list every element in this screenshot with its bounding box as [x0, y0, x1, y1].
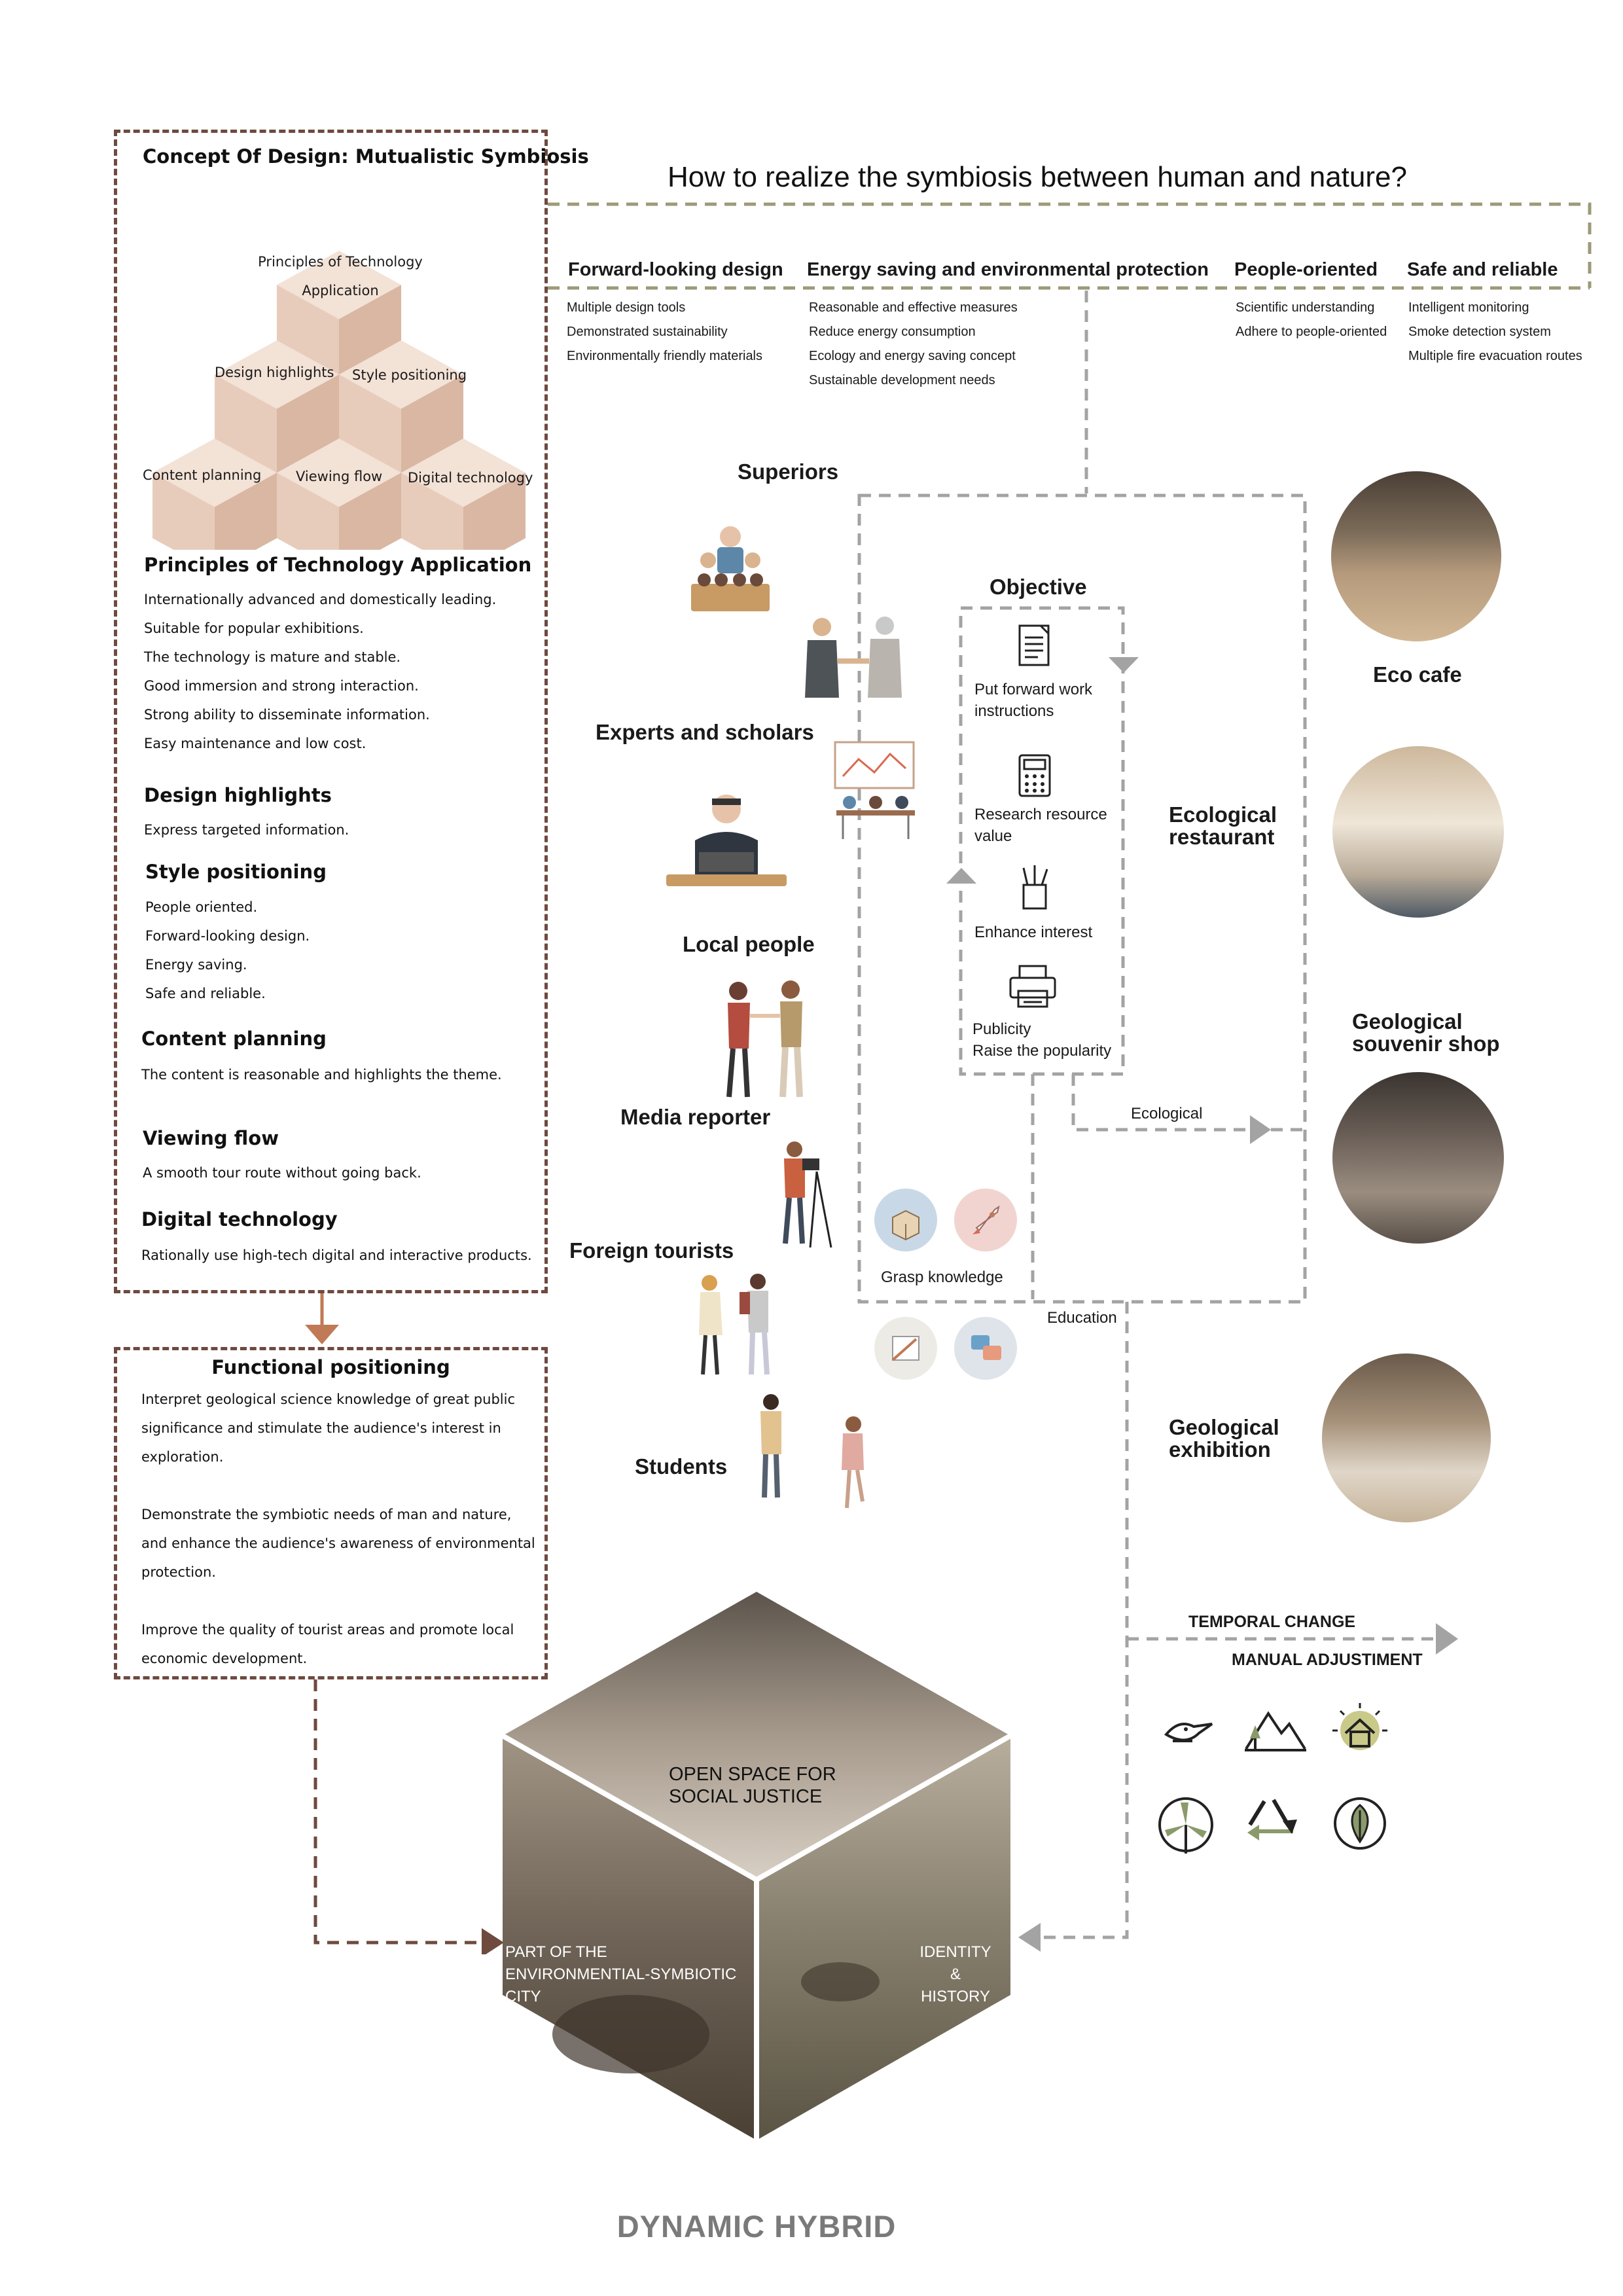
- functional-box: [114, 1347, 548, 1679]
- section-list-digital: Rationally use high-tech digital and int…: [141, 1247, 532, 1263]
- concept-to-functional-arrow: [305, 1293, 339, 1344]
- cube-pyramid: [152, 251, 526, 550]
- souvenir-shop-photo: [1332, 1072, 1504, 1244]
- role-media-reporter: Media reporter: [620, 1105, 771, 1129]
- cube-label-mid-left: Design highlights: [215, 365, 334, 380]
- category-list-people: Scientific understanding Adhere to peopl…: [1236, 300, 1387, 339]
- temporal-change-label: TEMPORAL CHANGE: [1188, 1613, 1356, 1631]
- dynamic-hybrid-hexagon: [501, 1592, 1012, 2140]
- cube-bot-mid: [277, 439, 401, 550]
- role-students: Students: [635, 1454, 728, 1479]
- geological-exhibition-photo: [1322, 1354, 1491, 1522]
- cube-label-top: Principles of Technology Application: [258, 254, 423, 298]
- drawing-tools-icon: [874, 1317, 937, 1380]
- superiors-meeting-illustration: [691, 526, 770, 611]
- puzzle-chat-icon: [954, 1317, 1017, 1380]
- role-local-people: Local people: [683, 932, 815, 956]
- dynamic-hybrid-title: DYNAMIC HYBRID: [616, 2209, 897, 2244]
- eco-house-icon: [1332, 1703, 1387, 1750]
- pencil-cup-icon: [1022, 865, 1048, 910]
- bird-icon: [1164, 1723, 1213, 1742]
- role-experts: Experts and scholars: [596, 720, 814, 744]
- wind-turbine-icon: [1158, 1797, 1213, 1854]
- students-illustration: [760, 1394, 865, 1509]
- box-icon: [874, 1189, 937, 1251]
- question-title: How to realize the symbiosis between hum…: [668, 161, 1407, 193]
- eco-cafe-photo: [1331, 471, 1501, 641]
- category-title-safe: Safe and reliable: [1407, 259, 1558, 280]
- role-foreign-tourists: Foreign tourists: [569, 1238, 734, 1263]
- media-reporter-illustration: [783, 1141, 832, 1248]
- education-label: Education: [1047, 1309, 1117, 1327]
- cube-bot-left: [152, 439, 277, 550]
- hexagon-right-label: IDENTITY&HISTORY: [919, 1943, 991, 2005]
- venue-eco-cafe: Eco cafe: [1373, 662, 1462, 687]
- cube-label-mid-right: Style positioning: [352, 367, 467, 383]
- section-heading-design: Design highlights: [144, 784, 332, 806]
- functional-text: Interpret geological science knowledge o…: [141, 1391, 535, 1666]
- handshake-illustration: [805, 617, 902, 698]
- question-connector: [548, 202, 1592, 290]
- section-list-design: Express targeted information.: [144, 822, 349, 838]
- speaker-podium-illustration: [666, 795, 787, 886]
- category-list-forward: Multiple design tools Demonstrated susta…: [567, 300, 763, 363]
- objective-title: Objective: [990, 575, 1087, 599]
- cube-mid-right: [339, 340, 463, 475]
- functional-to-hexagon-connector: [313, 1679, 504, 1954]
- calculator-icon: [1018, 754, 1051, 797]
- category-title-forward: Forward-looking design: [568, 259, 783, 280]
- ecological-restaurant-photo: [1332, 746, 1504, 918]
- section-list-tech: Internationally advanced and domesticall…: [144, 592, 497, 751]
- objective-item-interest: Enhance interest: [974, 924, 1093, 941]
- category-title-people: People-oriented: [1234, 259, 1378, 280]
- ecological-arrow-label: Ecological: [1131, 1105, 1203, 1122]
- cube-label-bot-mid: Viewing flow: [296, 469, 383, 484]
- grasp-knowledge-label: Grasp knowledge: [881, 1268, 1003, 1286]
- manual-adjustment-label: MANUAL ADJUSTIMENT: [1232, 1651, 1423, 1669]
- section-heading-viewing: Viewing flow: [143, 1127, 279, 1149]
- concept-box: [114, 130, 548, 1293]
- local-people-illustration: [726, 980, 803, 1098]
- cube-label-bot-left: Content planning: [143, 467, 262, 483]
- section-list-style: People oriented. Forward-looking design.…: [145, 899, 310, 1001]
- functional-title: Functional positioning: [211, 1356, 450, 1378]
- section-list-viewing: A smooth tour route without going back.: [143, 1165, 421, 1181]
- role-superiors: Superiors: [738, 459, 839, 484]
- cube-label-bot-right: Digital technology: [408, 470, 533, 486]
- recycle-icon: [1247, 1799, 1297, 1840]
- document-icon: [1018, 624, 1050, 666]
- mountain-trees-icon: [1245, 1711, 1306, 1751]
- printer-icon: [1009, 965, 1056, 1008]
- section-heading-content: Content planning: [141, 1028, 327, 1050]
- cube-top: [277, 251, 401, 385]
- leaf-icon: [1334, 1797, 1386, 1850]
- section-list-content: The content is reasonable and highlights…: [141, 1067, 502, 1083]
- rocket-icon: [954, 1189, 1017, 1251]
- category-list-energy: Reasonable and effective measures Reduce…: [809, 300, 1018, 387]
- concept-title: Concept Of Design: Mutualistic Symbiosis: [143, 145, 589, 168]
- cube-mid-left: [215, 340, 339, 475]
- section-heading-style: Style positioning: [145, 861, 327, 883]
- section-heading-digital: Digital technology: [141, 1208, 338, 1230]
- category-title-energy: Energy saving and environmental protecti…: [807, 259, 1209, 280]
- foreign-tourists-illustration: [699, 1274, 770, 1375]
- section-heading-tech: Principles of Technology Application: [144, 554, 532, 576]
- category-list-safe: Intelligent monitoring Smoke detection s…: [1408, 300, 1582, 363]
- presentation-meeting-illustration: [834, 741, 915, 839]
- cube-bot-right: [401, 439, 526, 550]
